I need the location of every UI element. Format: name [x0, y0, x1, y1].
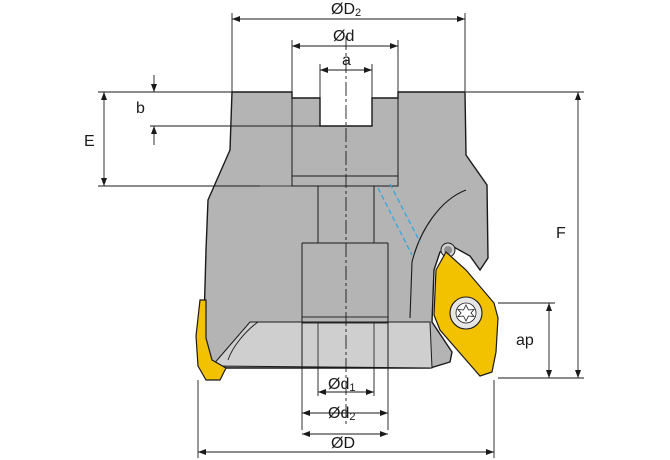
label-E: E	[84, 133, 95, 150]
right-insert	[433, 251, 499, 377]
label-a: a	[342, 52, 351, 69]
coolant-channel	[377, 183, 421, 256]
cutter-body	[199, 91, 489, 373]
left-edge-contour	[227, 321, 259, 361]
coolant-line-2	[389, 183, 421, 243]
bottom-chamfer-face	[210, 321, 433, 369]
label-d1: Ød1	[328, 376, 355, 394]
bore-relief-groove	[291, 175, 399, 187]
label-d: Ød	[333, 28, 354, 45]
left-insert	[195, 299, 227, 381]
dimensions	[98, 13, 584, 458]
coolant-line-1	[377, 187, 413, 256]
left-insert-body	[195, 299, 227, 381]
arrowheads	[101, 16, 581, 455]
torx-star-icon	[457, 304, 475, 322]
chip-pocket-curve	[409, 189, 467, 319]
label-D2: ØD2	[331, 1, 361, 19]
label-F: F	[556, 225, 566, 242]
counterbore-lines	[301, 316, 389, 324]
label-D: ØD	[331, 435, 355, 452]
label-d2: Ød2	[328, 405, 355, 423]
label-ap: ap	[516, 332, 534, 349]
label-b: b	[136, 100, 145, 117]
